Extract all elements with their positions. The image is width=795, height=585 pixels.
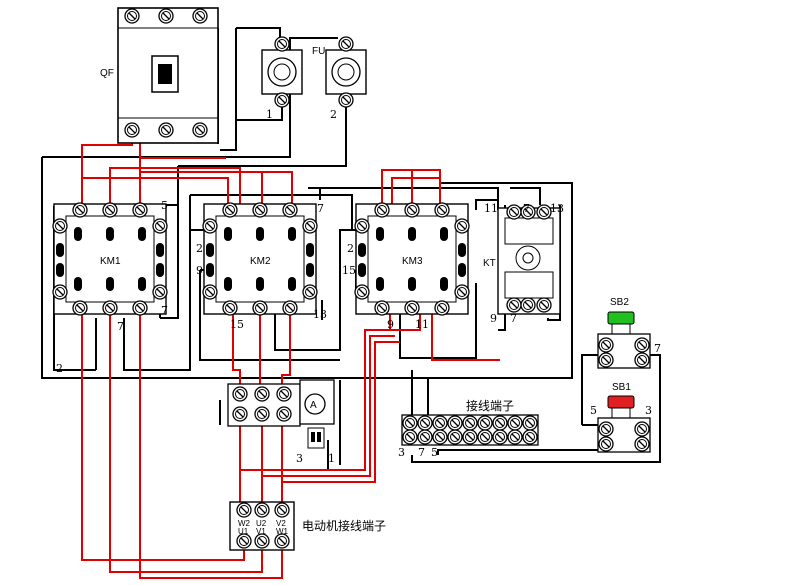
wire-number: 3 (645, 404, 652, 417)
km2-label: KM2 (250, 256, 271, 267)
sb2-button (597, 311, 651, 369)
wire-number: 11 (484, 202, 498, 215)
fuse-2 (325, 36, 367, 108)
wire-number: 15 (342, 264, 356, 277)
motor-u1: U1 (238, 527, 249, 536)
terminal-screw (477, 415, 493, 431)
wire-number: 9 (387, 318, 394, 331)
wire-number: 7 (418, 446, 425, 459)
terminal-screw (417, 429, 433, 445)
wire-number: 13 (313, 308, 327, 321)
time-relay-kt (497, 204, 561, 315)
wire-number: 3 (296, 452, 303, 465)
terminal-screw (462, 415, 478, 431)
wire-number: 15 (230, 318, 244, 331)
wire-number: 5 (590, 404, 597, 417)
wire-number: 5 (161, 199, 168, 212)
terminal-screw (492, 429, 508, 445)
kt-label: KT (483, 258, 496, 269)
motor-w2: W2 (238, 519, 251, 528)
terminal-screw (402, 415, 418, 431)
qf-label: QF (100, 68, 114, 79)
wire-number: 7 (510, 312, 517, 325)
wire-number: 7 (523, 202, 530, 215)
terminal-screw (507, 429, 523, 445)
motor-terminal-label: 电动机接线端子 (302, 518, 386, 533)
sb1-label: SB1 (612, 382, 631, 393)
motor-u2: U2 (256, 519, 267, 528)
fu-2-label: 2 (330, 108, 337, 121)
wire-number: 2 (56, 362, 63, 375)
sb2-label: SB2 (610, 297, 629, 308)
terminal-screw (507, 415, 523, 431)
terminal-screw (432, 429, 448, 445)
wire-number: 11 (415, 318, 429, 331)
wire-number: 7 (654, 342, 661, 355)
terminal-screw (417, 415, 433, 431)
wire-number: 3 (398, 446, 405, 459)
km1-label: KM1 (100, 256, 121, 267)
wire-number: 7 (161, 304, 168, 317)
terminal-screw (477, 429, 493, 445)
wire-number: 7 (117, 320, 124, 333)
terminal-screw (402, 429, 418, 445)
wire-number: 9 (490, 312, 497, 325)
ammeter-label: A (310, 400, 317, 411)
ammeter: A (304, 393, 326, 415)
wire-number: 9 (196, 264, 203, 277)
km3-label: KM3 (402, 256, 423, 267)
wire-number: 2 (347, 242, 354, 255)
ct-terminals (307, 427, 325, 449)
wire-number: 5 (431, 446, 438, 459)
motor-terminal-box (229, 501, 295, 551)
motor-w1: W1 (276, 527, 289, 536)
terminal-screw (447, 429, 463, 445)
terminal-block-label: 接线端子 (466, 398, 514, 413)
terminal-screw (462, 429, 478, 445)
terminal-block-screws (402, 415, 538, 445)
motor-v2: V2 (276, 519, 286, 528)
terminal-screw (522, 429, 538, 445)
terminal-screw (432, 415, 448, 431)
wire-number: 13 (550, 202, 564, 215)
wire-number: 1 (328, 452, 335, 465)
wire-number: 7 (317, 202, 324, 215)
terminal-screw (522, 415, 538, 431)
terminal-screw (447, 415, 463, 431)
fu-1-label: 1 (266, 108, 273, 121)
terminal-screw (492, 415, 508, 431)
sb1-button (597, 395, 651, 453)
fuse-1 (261, 36, 303, 108)
wire-number: 2 (196, 242, 203, 255)
motor-v1: V1 (256, 527, 266, 536)
qf-breaker (117, 7, 219, 144)
wire-numbers: 2 5 7 7 7 2 9 15 13 2 15 9 11 11 7 13 9 … (56, 199, 661, 465)
fu-label: FU (312, 46, 325, 57)
